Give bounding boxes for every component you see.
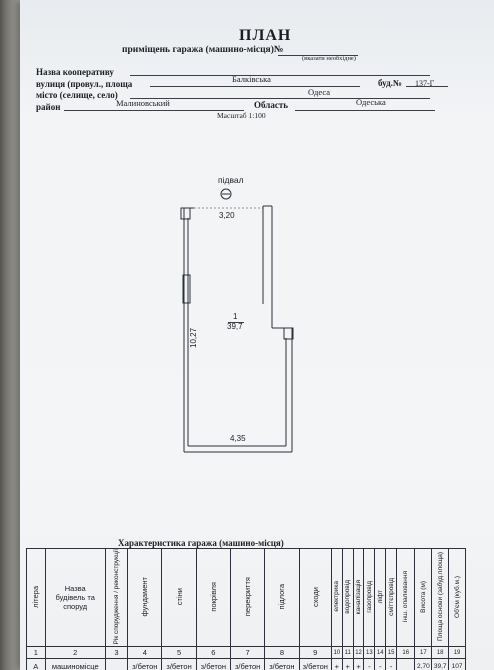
document-subtitle: приміщень гаража (машино-місця)№	[122, 45, 284, 55]
cell-volume: 107	[448, 658, 466, 670]
city-label: місто (селище, село)	[36, 90, 118, 100]
cell-lift: -	[374, 658, 387, 670]
plan-width-top: 3,20	[219, 211, 235, 220]
basement-stair-symbol	[220, 188, 232, 200]
region-label: Область	[254, 100, 289, 110]
plan-room-fraction	[228, 322, 244, 323]
plan-window	[182, 274, 191, 304]
th-area: Площа основи (забуд.площа)	[431, 547, 450, 648]
col-number: 18	[431, 646, 450, 660]
col-number: 8	[264, 646, 300, 660]
plan-length: 10,27	[189, 327, 198, 348]
street-label: вулиця (провул., площа	[36, 79, 133, 89]
scale-text: Масштаб 1:100	[217, 111, 266, 120]
col-number: 9	[298, 646, 332, 660]
col-number: 3	[104, 646, 129, 660]
building-line	[406, 86, 448, 87]
th-gas: газопровід	[363, 547, 376, 648]
street-line	[150, 86, 360, 87]
cell-other	[395, 658, 416, 670]
subtitle-underline	[278, 55, 358, 56]
district-line	[64, 110, 244, 111]
building-label: буд.№	[378, 78, 402, 88]
th-litera: літера	[26, 547, 46, 648]
district-value: Малиновський	[116, 98, 170, 108]
th-sewer: каналізація	[352, 547, 365, 648]
cell-sewer: +	[352, 658, 365, 670]
col-number: 10	[330, 646, 343, 660]
plan-room-area: 39,7	[227, 322, 243, 331]
th-year: Рік спорудження / реконструкції	[104, 547, 129, 648]
district-label: район	[36, 102, 61, 112]
document-title: ПЛАН	[239, 27, 292, 44]
characteristics-table: літера Назва будівель та споруд Рік спор…	[26, 547, 466, 670]
building-value: 137-Г	[415, 79, 435, 88]
cell-floor: з/бетон	[264, 658, 300, 670]
col-number: 6	[195, 646, 231, 660]
th-floor: підлога	[264, 547, 300, 648]
cell-litera: А	[26, 658, 46, 670]
th-foundation: фундамент	[127, 547, 163, 648]
cell-year	[104, 658, 129, 670]
cell-gas: -	[363, 658, 376, 670]
plan-column-top-left	[180, 207, 191, 220]
subtitle-hint: (вказати необхідне)	[302, 55, 356, 62]
col-number: 15	[385, 646, 397, 660]
city-line	[130, 98, 430, 99]
cell-foundation: з/бетон	[127, 658, 163, 670]
col-number: 12	[352, 646, 365, 660]
floor-plan	[180, 188, 294, 453]
col-number: 7	[229, 646, 266, 660]
cell-ceiling: з/бетон	[229, 658, 266, 670]
cell-name: машиномісце	[44, 658, 106, 670]
th-walls: стіни	[161, 547, 197, 648]
th-water: водопровід	[341, 547, 354, 648]
th-volume: Об'єм (куб.м.)	[448, 547, 466, 648]
col-number: 13	[363, 646, 376, 660]
th-other: інш. опалювання	[395, 547, 416, 648]
col-number: 16	[395, 646, 416, 660]
coop-line	[130, 75, 430, 76]
cell-walls: з/бетон	[161, 658, 197, 670]
col-number: 5	[161, 646, 197, 660]
coop-label: Назва кооперативу	[36, 67, 114, 77]
th-lift: ліфт	[374, 547, 387, 648]
basement-label: підвал	[218, 175, 244, 185]
col-number: 2	[44, 646, 106, 660]
region-value: Одеська	[356, 97, 386, 107]
plan-width-bottom: 4,35	[230, 434, 246, 443]
col-number: 11	[341, 646, 354, 660]
th-stairs: сходи	[298, 547, 332, 648]
cell-electric: +	[330, 658, 343, 670]
th-roof: покрівля	[195, 547, 231, 648]
th-name: Назва будівель та споруд	[44, 547, 106, 648]
cell-water: +	[341, 658, 354, 670]
cell-garbage: -	[385, 658, 397, 670]
cell-height: 2,70	[414, 658, 433, 670]
col-number: 14	[374, 646, 387, 660]
table-number-row: 1 2 3 4 5 6 7 8 9 10 11 12 13 14 15 16 1…	[26, 646, 466, 660]
cell-roof: з/бетон	[195, 658, 231, 670]
table-row: А машиномісце з/бетон з/бетон з/бетон з/…	[26, 658, 466, 670]
th-ceiling: перекриття	[229, 547, 266, 648]
col-number: 1	[26, 646, 46, 660]
plan-room-number: 1	[233, 312, 238, 321]
col-number: 4	[127, 646, 163, 660]
col-number: 19	[448, 646, 466, 660]
city-value: Одеса	[308, 87, 330, 97]
region-line	[295, 110, 435, 111]
th-height: Висота (м)	[414, 547, 433, 648]
col-number: 17	[414, 646, 433, 660]
street-value: Балківська	[232, 74, 271, 84]
table-title: Характеристика гаража (машино-місця)	[118, 538, 284, 548]
th-garbage: сміттєпровід	[385, 547, 397, 648]
th-electric: електрика	[330, 547, 343, 648]
cell-stairs: з/бетон	[298, 658, 332, 670]
document-sheet: ПЛАН приміщень гаража (машино-місця)№ (в…	[20, 0, 494, 670]
plan-column-right	[283, 327, 294, 340]
cell-area: 39,7	[431, 658, 450, 670]
